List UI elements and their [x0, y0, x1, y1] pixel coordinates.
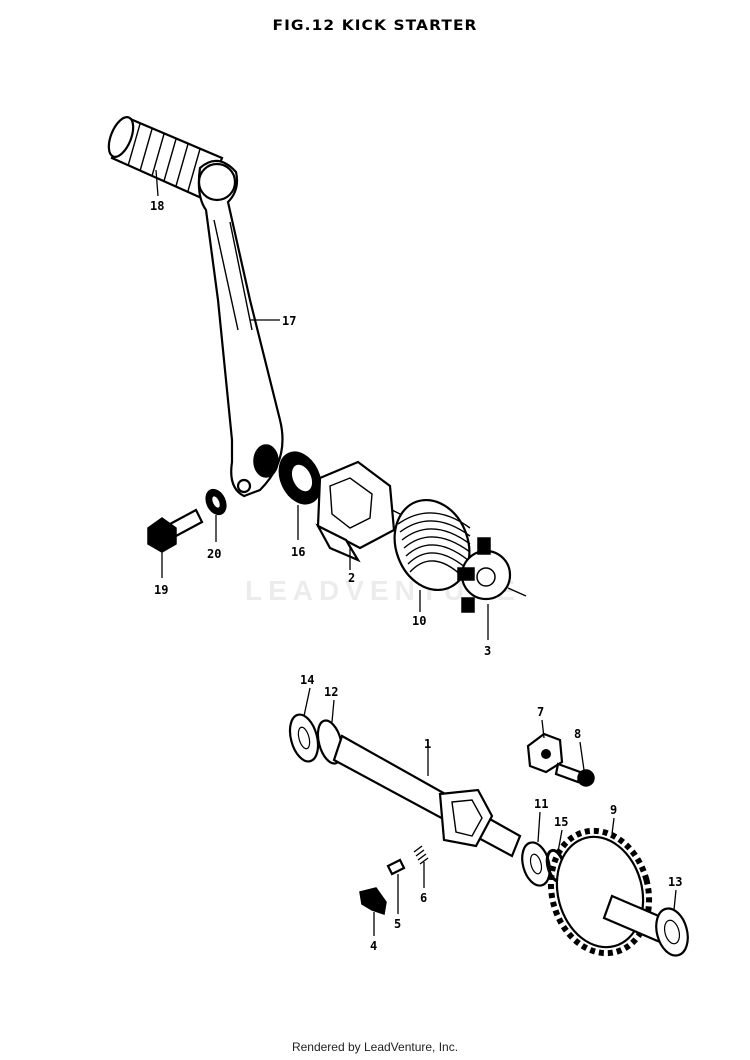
callout-4: 4: [370, 939, 377, 953]
part-4-kick-pawl: [359, 887, 387, 915]
callout-2: 2: [348, 571, 355, 585]
callout-1: 1: [424, 737, 431, 751]
part-13-washer: [655, 907, 689, 957]
part-20-washer: [205, 488, 227, 516]
callout-8: 8: [574, 727, 581, 741]
part-10-kick-spring: [393, 498, 471, 592]
diagram-title: FIG.12 KICK STARTER: [272, 18, 478, 34]
callout-6: 6: [420, 891, 427, 905]
callout-5: 5: [394, 917, 401, 931]
part-14-washer: [288, 713, 320, 763]
callout-20: 20: [207, 547, 221, 561]
part-17-kick-arm: [197, 159, 284, 498]
callout-14: 14: [300, 673, 314, 687]
part-8-bolt: [554, 762, 595, 787]
callout-10: 10: [412, 614, 426, 628]
callout-17: 17: [282, 314, 296, 328]
callout-15: 15: [554, 815, 568, 829]
part-6-spring: [413, 845, 429, 865]
leader-lines: [155, 169, 677, 936]
part-11-washer: [521, 841, 551, 887]
part-1-kick-shaft: [332, 734, 522, 858]
callout-13: 13: [668, 875, 682, 889]
callout-11: 11: [534, 797, 548, 811]
callout-9: 9: [610, 803, 617, 817]
callout-16: 16: [291, 545, 305, 559]
part-19-bolt: [147, 508, 204, 553]
callout-18: 18: [150, 199, 164, 213]
part-5-pin: [386, 858, 406, 876]
callout-7: 7: [537, 705, 544, 719]
callout-12: 12: [324, 685, 338, 699]
part-16-oil-seal: [278, 451, 322, 505]
callout-19: 19: [154, 583, 168, 597]
part-9-kick-gear: [547, 827, 670, 957]
footer-credit: Rendered by LeadVenture, Inc.: [291, 1040, 459, 1054]
part-3-spring-guide: [457, 537, 527, 613]
callout-3: 3: [484, 644, 491, 658]
